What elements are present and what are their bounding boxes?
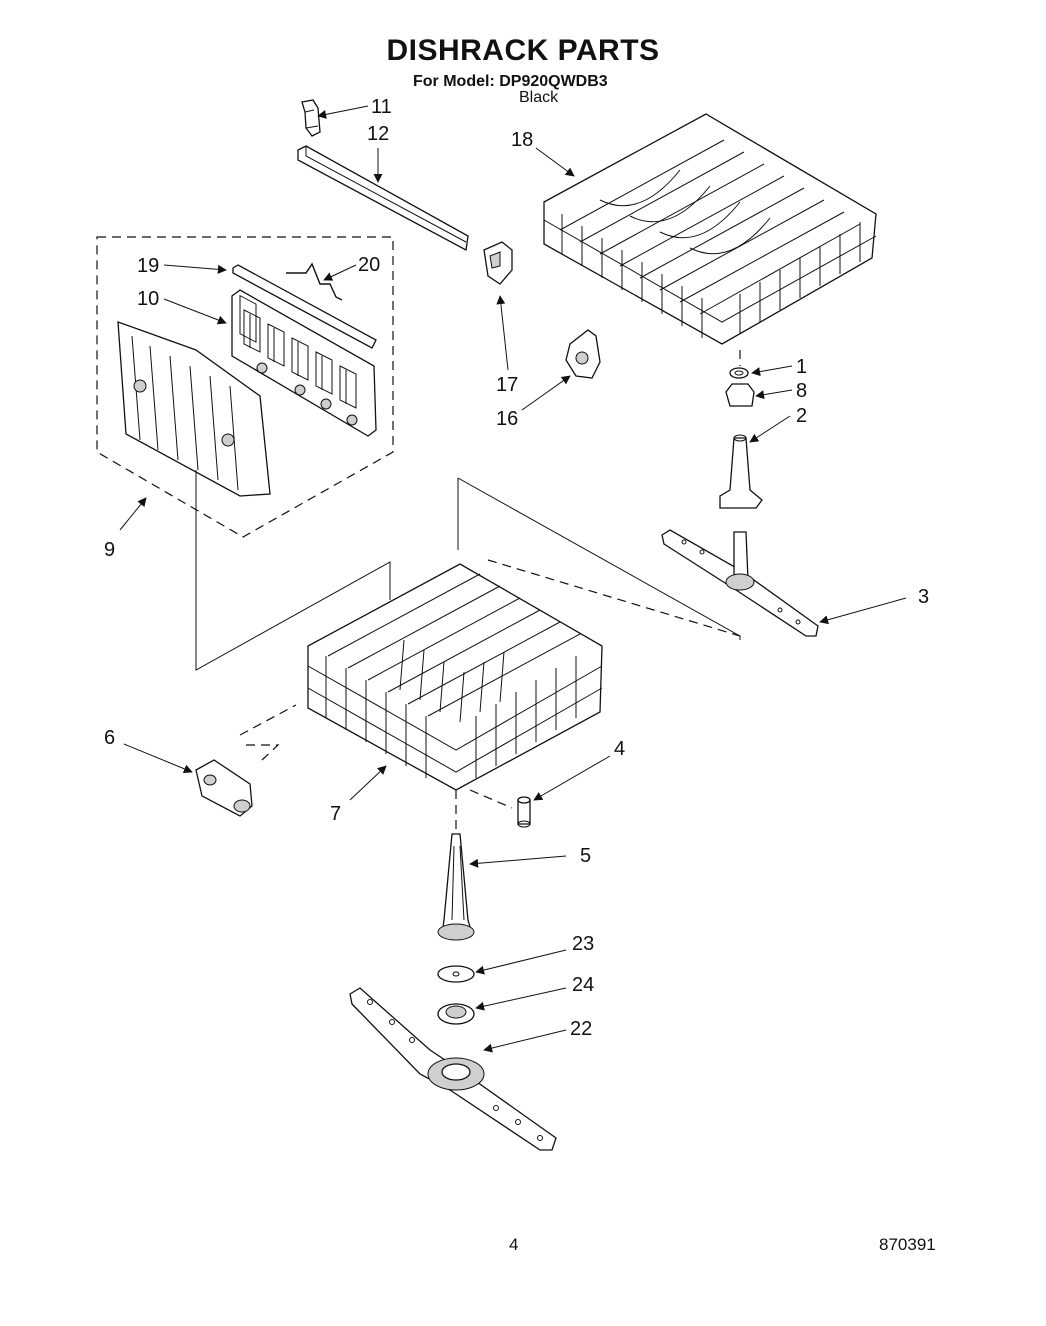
callout-2: 2 bbox=[796, 405, 807, 427]
part-23-washer bbox=[437, 965, 475, 983]
part-7-lower-rack bbox=[307, 563, 603, 791]
part-4-wheel bbox=[517, 796, 531, 828]
cutlery-panel bbox=[117, 321, 271, 497]
part-5-spray-tube bbox=[437, 833, 475, 941]
callout-24: 24 bbox=[572, 974, 594, 996]
part-20-spring bbox=[286, 262, 343, 301]
part-11-clip bbox=[301, 99, 321, 137]
callout-5: 5 bbox=[580, 845, 591, 867]
part-19-bar bbox=[232, 264, 377, 349]
part-6-roller bbox=[195, 759, 253, 817]
model-color: Black bbox=[519, 89, 559, 106]
model-number: For Model: DP920QWDB3 bbox=[413, 73, 608, 90]
part-24-seal bbox=[437, 1003, 475, 1025]
part-10-basket bbox=[231, 289, 377, 437]
callout-11: 11 bbox=[371, 96, 392, 118]
callout-1: 1 bbox=[796, 356, 807, 378]
callout-4: 4 bbox=[614, 738, 625, 760]
assembly-lines bbox=[195, 350, 741, 830]
callout-23: 23 bbox=[572, 933, 594, 955]
document-number: 870391 bbox=[879, 1235, 936, 1254]
part-16-bracket bbox=[565, 329, 601, 379]
part-17-end-cap bbox=[483, 241, 513, 285]
assembly-9-outline bbox=[96, 236, 394, 538]
part-3-upper-spray-arm bbox=[661, 529, 819, 637]
part-18-upper-rack bbox=[543, 113, 877, 345]
page-title: DISHRACK PARTS bbox=[386, 34, 660, 67]
callout-7: 7 bbox=[330, 803, 341, 825]
part-22-lower-spray-arm bbox=[349, 987, 557, 1151]
part-1-washer bbox=[729, 367, 749, 379]
callout-17: 17 bbox=[496, 374, 518, 396]
callout-12: 12 bbox=[367, 123, 389, 145]
callout-10: 10 bbox=[137, 288, 159, 310]
page-number: 4 bbox=[509, 1235, 519, 1254]
callout-20: 20 bbox=[358, 254, 380, 276]
callout-6: 6 bbox=[104, 727, 115, 749]
callout-16: 16 bbox=[496, 408, 518, 430]
callout-19: 19 bbox=[137, 255, 159, 277]
callout-22: 22 bbox=[570, 1018, 592, 1040]
part-8-nut bbox=[725, 383, 755, 407]
callout-8: 8 bbox=[796, 380, 807, 402]
callout-18: 18 bbox=[511, 129, 533, 151]
leader-lines bbox=[119, 105, 907, 1053]
callout-3: 3 bbox=[918, 586, 929, 608]
part-12-rail bbox=[297, 145, 469, 252]
callout-9: 9 bbox=[104, 539, 115, 561]
callout-labels: 11 12 18 19 20 10 1 8 2 17 16 9 3 6 4 7 … bbox=[104, 96, 929, 1040]
part-2-spray-tube bbox=[719, 434, 763, 509]
